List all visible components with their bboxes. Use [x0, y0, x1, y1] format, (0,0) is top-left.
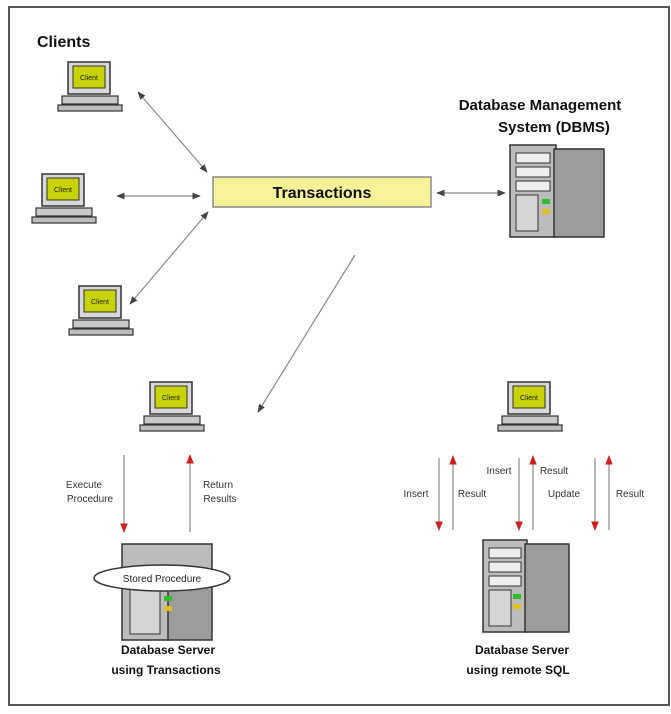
client-computer-icon: Client	[57, 61, 123, 112]
execute-procedure-label: Procedure	[67, 494, 114, 505]
server-remote-label: using remote SQL	[466, 663, 569, 677]
arrow-icon	[257, 254, 356, 413]
client-screen-label: Client	[162, 395, 180, 402]
result-label: Result	[458, 489, 487, 500]
server-tower-icon	[121, 543, 213, 641]
dbms-title-line1: Database Management	[459, 97, 622, 114]
server-remote-label: Database Server	[475, 643, 569, 657]
server-tower-icon	[482, 539, 570, 633]
dbms-title-line2: System (DBMS)	[498, 119, 610, 136]
insert-label: Insert	[486, 466, 511, 477]
client-computer-icon: Client	[139, 381, 205, 432]
update-label: Update	[548, 489, 581, 500]
arrow-icon	[129, 211, 209, 305]
return-results-label: Return	[203, 480, 233, 491]
server-transactions-label: using Transactions	[111, 663, 221, 677]
stored-procedure-label: Stored Procedure	[123, 574, 202, 585]
result-label: Result	[540, 466, 569, 477]
transactions-box	[212, 176, 432, 208]
stored-procedure-ellipse	[93, 564, 231, 592]
client-screen-label: Client	[80, 75, 98, 82]
execute-procedure-label: Execute	[66, 480, 103, 491]
server-transactions-label: Database Server	[121, 643, 215, 657]
transactions-label: Transactions	[273, 185, 372, 202]
client-screen-label: Client	[520, 395, 538, 402]
clients-heading: Clients	[37, 34, 90, 51]
client-screen-label: Client	[54, 187, 72, 194]
return-results-label: Results	[203, 494, 236, 505]
client-computer-icon: Client	[497, 381, 563, 432]
arrow-icon	[137, 91, 208, 173]
diagram-border	[8, 6, 670, 706]
client-screen-label: Client	[91, 299, 109, 306]
server-tower-icon	[509, 144, 605, 238]
client-computer-icon: Client	[68, 285, 134, 336]
insert-label: Insert	[403, 489, 428, 500]
result-label: Result	[616, 489, 645, 500]
client-computer-icon: Client	[31, 173, 97, 224]
